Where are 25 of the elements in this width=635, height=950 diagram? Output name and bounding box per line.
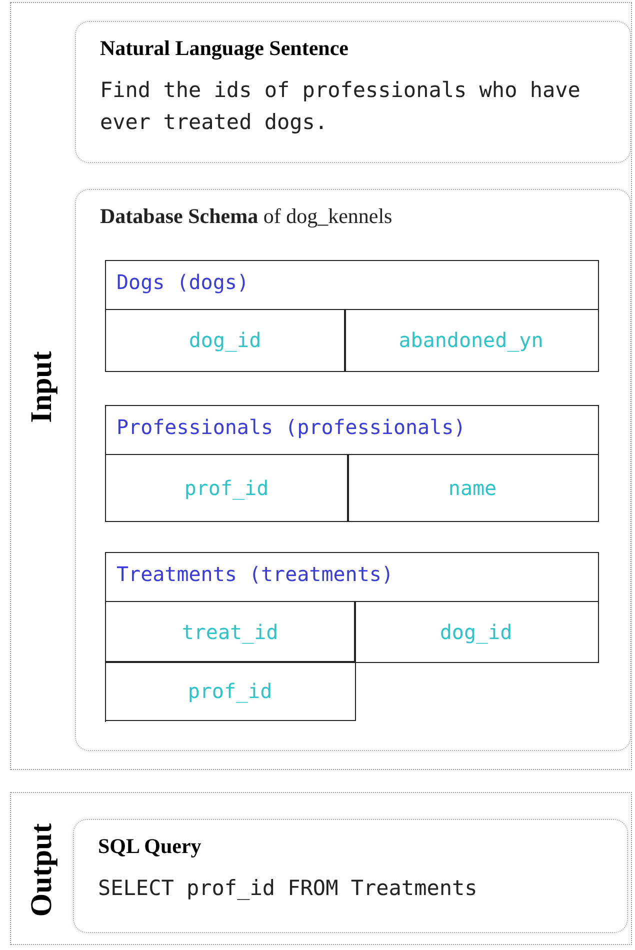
column-name: prof_id <box>104 660 356 720</box>
sql-card <box>73 819 628 933</box>
schema-card <box>75 189 631 751</box>
column-name: name <box>346 454 598 522</box>
table-header: Treatments (treatments) <box>104 552 598 602</box>
column-name: dog_id <box>354 600 598 662</box>
column-name: abandoned_yn <box>344 308 598 372</box>
schema-table <box>105 552 599 722</box>
table-header: Dogs (dogs) <box>104 260 598 310</box>
column-name: prof_id <box>104 454 348 522</box>
column-name: treat_id <box>104 600 356 662</box>
schema-table <box>105 260 599 372</box>
table-header: Professionals (professionals) <box>104 404 598 456</box>
section-label: Input <box>25 351 59 423</box>
sql-text: SELECT prof_id FROM Treatments <box>98 875 478 902</box>
output-panel <box>10 792 632 945</box>
sentence-text: Find the ids of professionals who have ever treated dogs. <box>100 77 582 136</box>
card-heading: Natural Language Sentence <box>100 36 348 61</box>
sentence-card <box>75 21 631 163</box>
input-panel <box>10 2 632 770</box>
card-heading: Database Schema of dog_kennels <box>100 204 392 229</box>
schema-table <box>105 405 599 522</box>
section-label: Output <box>25 822 59 916</box>
card-heading: SQL Query <box>98 834 202 859</box>
column-name: dog_id <box>104 308 346 372</box>
